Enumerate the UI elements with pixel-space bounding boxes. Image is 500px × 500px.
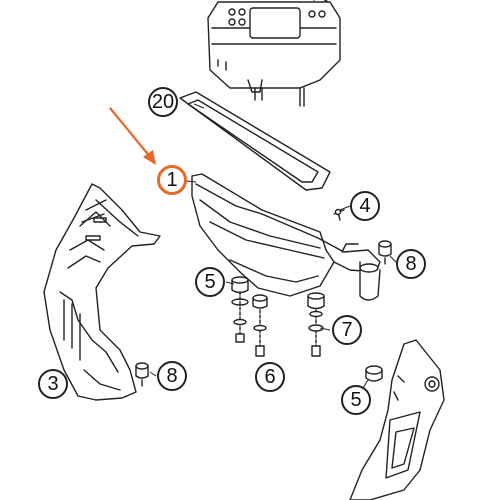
callout-8-right-label: 8	[405, 252, 417, 275]
callout-5-right-label: 5	[350, 388, 362, 411]
callout-7-label: 7	[341, 318, 353, 341]
callout-7[interactable]: 7	[332, 315, 362, 345]
callout-5-left-label: 5	[204, 270, 216, 293]
callout-5-right[interactable]: 5	[341, 385, 371, 415]
callout-8-right[interactable]: 8	[396, 249, 426, 279]
callout-6-label: 6	[264, 365, 276, 388]
grommet-stack-right[interactable]	[307, 292, 325, 357]
side-panel-part-3[interactable]	[43, 183, 161, 401]
callout-20-label: 20	[151, 90, 175, 113]
callout-1-label: 1	[166, 168, 178, 191]
callout-20[interactable]: 20	[148, 87, 178, 117]
bolt-part-8-left[interactable]	[135, 362, 149, 387]
callout-6[interactable]: 6	[255, 362, 285, 392]
bolt-part-8-right[interactable]	[378, 240, 392, 265]
pointer-arrow	[109, 107, 156, 165]
gasket-part-20[interactable]	[179, 91, 331, 191]
callout-8-left-label: 8	[166, 364, 178, 387]
callout-8-left[interactable]: 8	[157, 361, 187, 391]
callout-5-left[interactable]: 5	[195, 267, 225, 297]
callout-3[interactable]: 3	[38, 369, 68, 399]
grommet-stack-left[interactable]	[231, 276, 249, 343]
instrument-cluster[interactable]	[207, 0, 341, 107]
side-panel-lower-right[interactable]	[349, 339, 445, 500]
headlight-mask-part-1[interactable]	[191, 173, 381, 301]
callout-1[interactable]: 1	[157, 165, 187, 195]
grommet-stack-middle[interactable]	[252, 294, 268, 357]
screw-part-4[interactable]	[333, 208, 345, 221]
callout-4-label: 4	[359, 194, 371, 217]
callout-3-label: 3	[47, 372, 59, 395]
callout-4[interactable]: 4	[350, 191, 380, 221]
